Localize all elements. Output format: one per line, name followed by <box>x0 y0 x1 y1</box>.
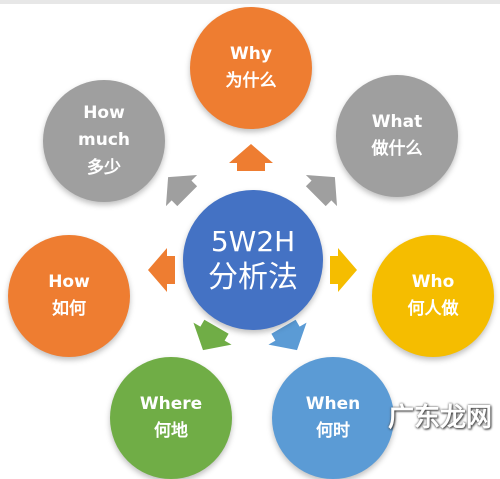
node-what-en: What <box>371 111 423 132</box>
arrow-to-what <box>300 161 351 212</box>
node-when-en: When <box>305 393 361 414</box>
arrow-to-how <box>148 248 175 292</box>
node-what-zh: 做什么 <box>371 139 423 159</box>
node-what: What 做什么 <box>336 75 458 197</box>
node-how-much-en-line1: How <box>83 103 125 124</box>
node-when: When 何时 <box>272 357 394 479</box>
center-subtitle: 分析法 <box>208 259 298 295</box>
node-why: Why 为什么 <box>190 7 312 129</box>
node-who-en: Who <box>411 271 455 292</box>
node-who: Who 何人做 <box>372 235 494 357</box>
node-why-en: Why <box>230 43 272 64</box>
node-why-zh: 为什么 <box>225 71 277 91</box>
top-border-line <box>0 0 500 4</box>
arrow-to-how-much <box>152 161 203 212</box>
node-how-much-en-line2: much <box>78 130 130 151</box>
node-how-zh: 如何 <box>52 299 86 319</box>
node-who-zh: 何人做 <box>407 299 459 319</box>
node-when-zh: 何时 <box>316 421 350 441</box>
node-how-much: How much 多少 <box>43 80 165 202</box>
center-node: 5W2H 分析法 <box>183 190 323 330</box>
watermark-text: 广东龙网 <box>387 403 492 433</box>
node-where-en: Where <box>139 393 203 414</box>
arrow-to-why <box>229 144 273 171</box>
node-how: How 如何 <box>8 235 130 357</box>
node-how-en: How <box>48 271 90 292</box>
node-where: Where 何地 <box>110 357 232 479</box>
arrow-to-who <box>330 248 357 292</box>
center-title: 5W2H <box>210 224 296 258</box>
node-where-zh: 何地 <box>154 421 188 441</box>
node-how-much-zh: 多少 <box>87 157 121 178</box>
